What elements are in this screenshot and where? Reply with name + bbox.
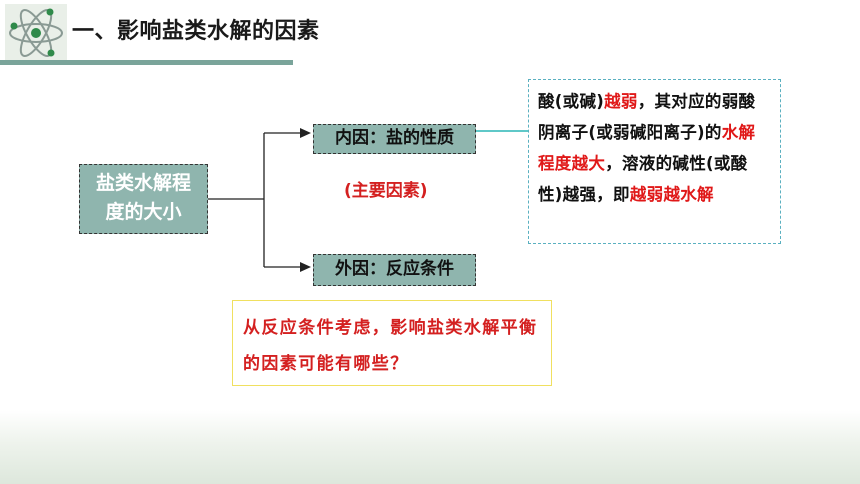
- background-fade: [0, 410, 860, 484]
- main-node-line1: 盐类水解程: [95, 172, 191, 194]
- explanation-text-3: ，溶液的碱性(或酸性)越强，即: [538, 154, 748, 204]
- atom-icon: [5, 4, 67, 62]
- explanation-highlight-1: 越弱: [604, 92, 638, 111]
- explanation-text-1: 酸(或碱): [538, 92, 605, 111]
- main-node: 盐类水解程 度的大小: [79, 164, 208, 234]
- title-underline: [0, 60, 293, 65]
- explanation-highlight-2: 水解程度越大: [538, 123, 756, 173]
- explanation-text-2: ，其对应的弱酸阴离子(或弱碱阳离子)的: [538, 92, 756, 142]
- main-node-line2: 度的大小: [105, 201, 182, 223]
- question-box: 从反应条件考虑，影响盐类水解平衡的因素可能有哪些？: [232, 300, 552, 386]
- arrow-top-icon: [300, 128, 311, 138]
- arrow-bottom-icon: [300, 262, 311, 272]
- page-title: 一、影响盐类水解的因素: [72, 19, 320, 44]
- outer-cause-node: 外因：反应条件: [313, 254, 476, 286]
- inner-cause-node: 内因：盐的性质: [313, 124, 476, 154]
- explanation-highlight-3: 越弱越水解: [629, 185, 714, 204]
- explanation-box: 酸(或碱)越弱，其对应的弱酸阴离子(或弱碱阳离子)的水解程度越大，溶液的碱性(或…: [528, 79, 781, 244]
- main-factor-note: (主要因素): [344, 181, 428, 201]
